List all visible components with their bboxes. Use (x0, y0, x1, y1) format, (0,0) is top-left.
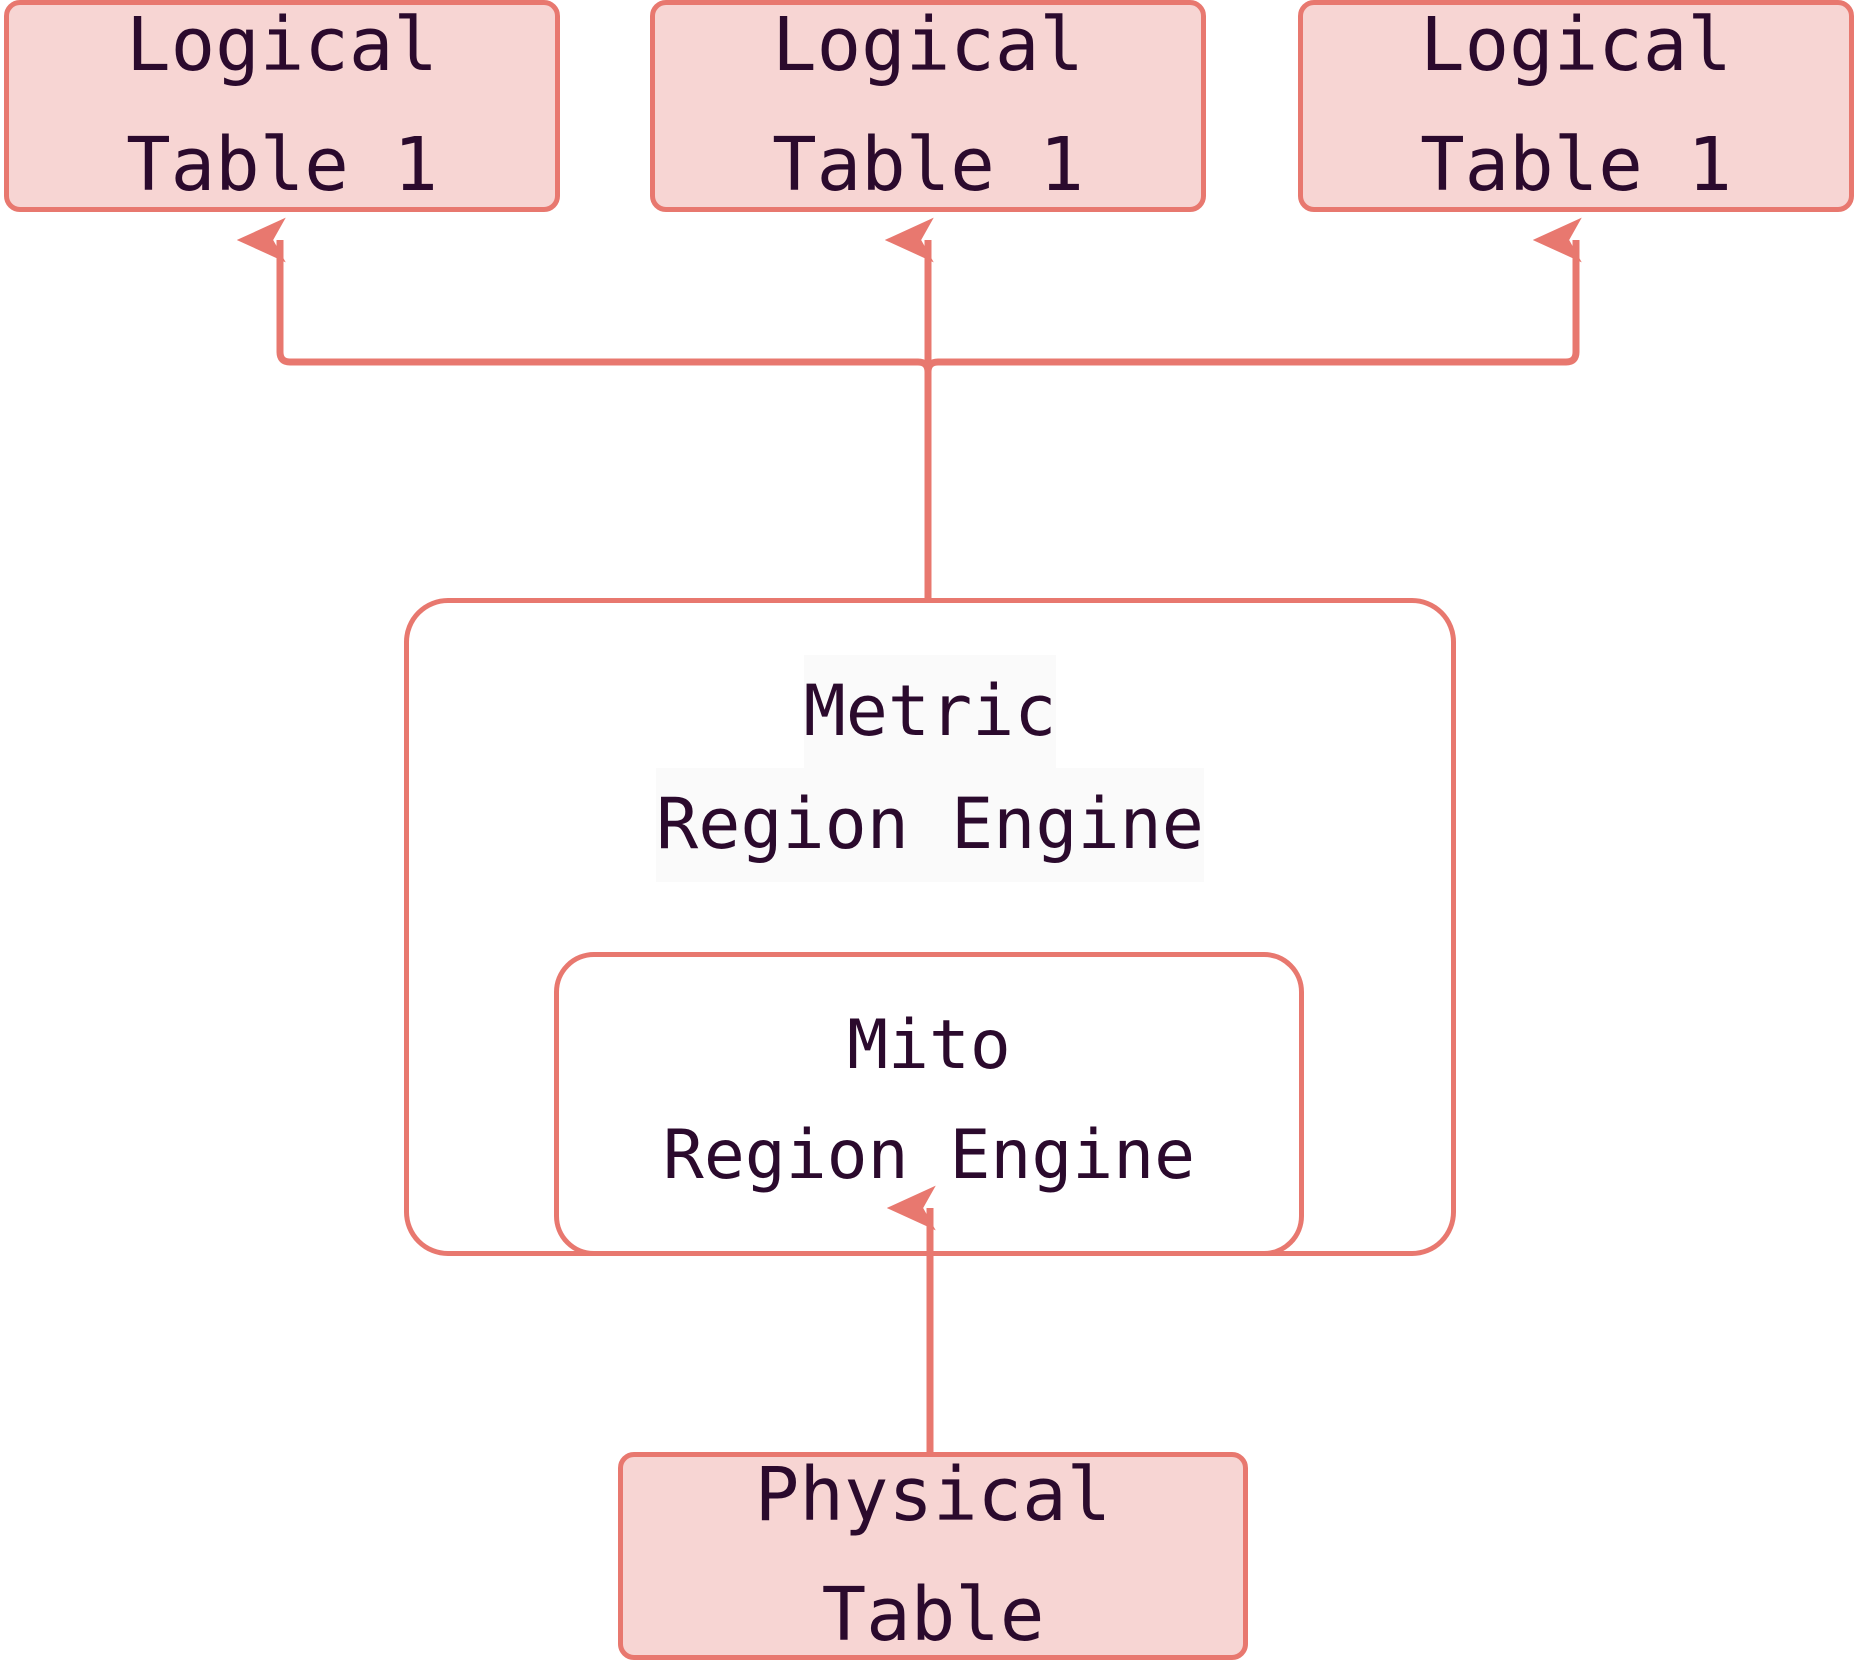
logical-table-3-line-1: Logical (1420, 2, 1732, 89)
logical-table-2-line-1: Logical (772, 2, 1084, 89)
node-logical-table-2[interactable]: Logical Table 1 (650, 0, 1206, 212)
logical-table-1-line-1: Logical (126, 2, 438, 89)
metric-region-engine-line-1: Metric (803, 655, 1057, 769)
node-physical-table[interactable]: Physical Table (618, 1452, 1248, 1660)
physical-table-line-1: Physical (754, 1452, 1112, 1539)
node-logical-table-1[interactable]: Logical Table 1 (4, 0, 560, 212)
logical-table-2-line-2: Table 1 (772, 122, 1084, 208)
edge-metric-to-logical-3 (924, 217, 1582, 378)
logical-table-1-line-2: Table 1 (126, 122, 438, 208)
node-logical-table-3[interactable]: Logical Table 1 (1298, 0, 1854, 212)
logical-table-3-line-2: Table 1 (1420, 122, 1732, 208)
node-mito-region-engine[interactable]: Mito Region Engine (554, 952, 1304, 1256)
edge-metric-to-logical-1 (236, 217, 932, 378)
metric-region-engine-line-2: Region Engine (656, 768, 1204, 882)
physical-table-line-2: Table (821, 1572, 1045, 1658)
mito-region-engine-line-1: Mito (847, 1006, 1011, 1085)
mito-region-engine-line-2: Region Engine (662, 1116, 1196, 1196)
